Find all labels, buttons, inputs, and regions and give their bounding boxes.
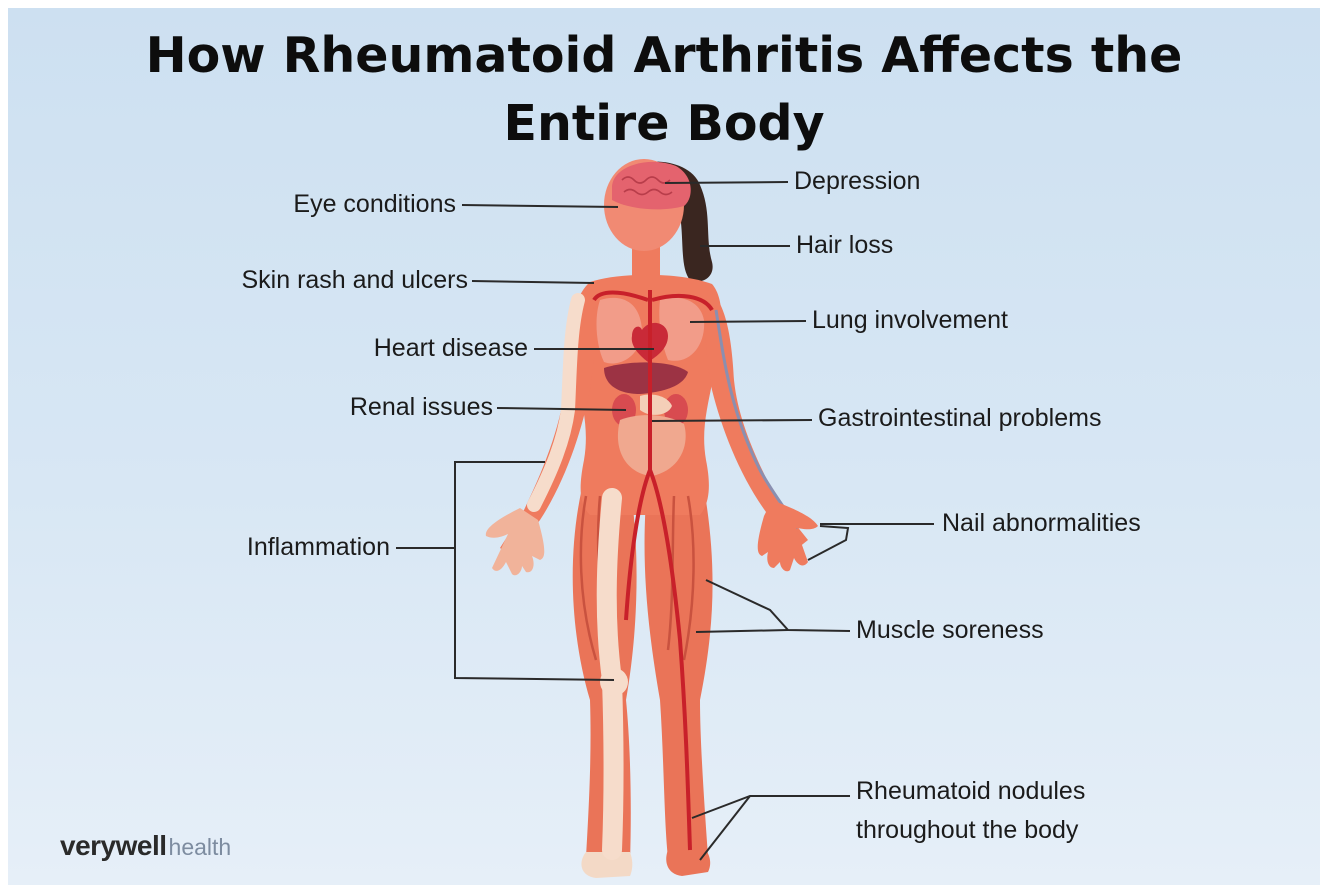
label-gastrointestinal: Gastrointestinal problems xyxy=(818,403,1101,433)
label-nail-abnormalities: Nail abnormalities xyxy=(942,508,1141,538)
right-leg xyxy=(645,488,713,858)
label-hair-loss: Hair loss xyxy=(796,230,893,260)
label-skin-rash: Skin rash and ulcers xyxy=(241,265,468,295)
brand-logo: verywellhealth xyxy=(60,830,231,862)
label-nodules-line-2: throughout the body xyxy=(856,815,1078,845)
label-nodules-line-1: Rheumatoid nodules xyxy=(856,776,1085,806)
label-depression: Depression xyxy=(794,166,920,196)
label-eye-conditions: Eye conditions xyxy=(293,189,456,219)
label-renal-issues: Renal issues xyxy=(350,392,493,422)
logo-brand: verywell xyxy=(60,830,167,861)
label-heart-disease: Heart disease xyxy=(374,333,528,363)
label-inflammation: Inflammation xyxy=(247,532,390,562)
logo-suffix: health xyxy=(169,834,232,860)
label-muscle-soreness: Muscle soreness xyxy=(856,615,1044,645)
label-lung-involvement: Lung involvement xyxy=(812,305,1008,335)
knee-joint xyxy=(600,668,628,696)
